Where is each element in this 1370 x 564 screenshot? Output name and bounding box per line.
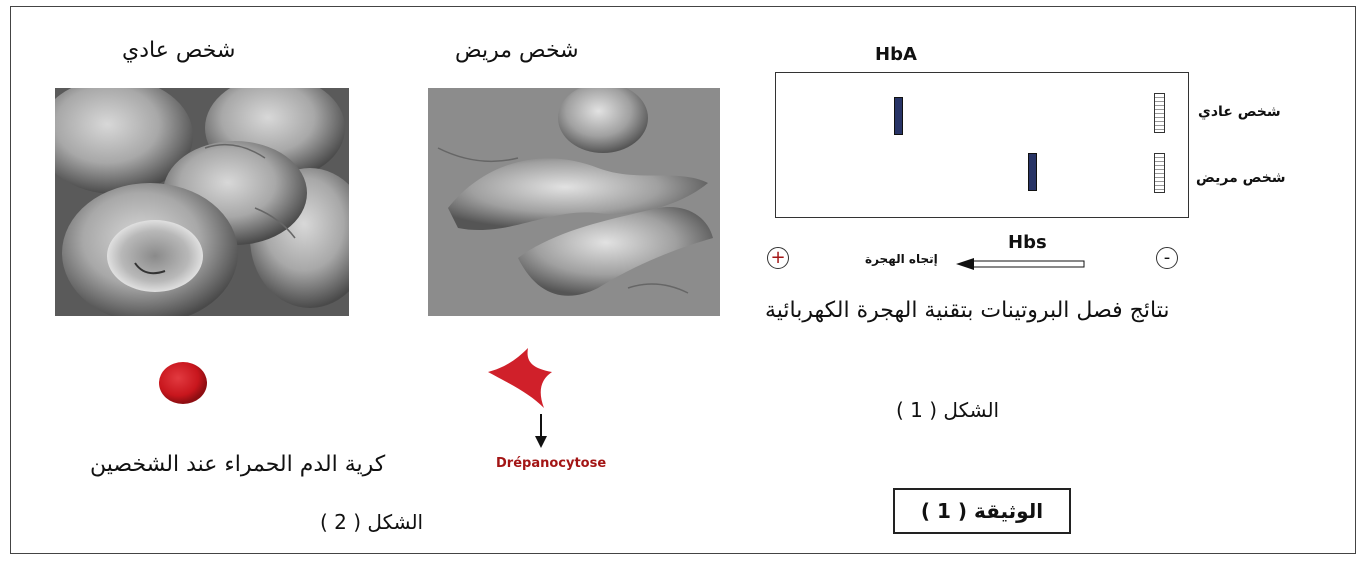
arrow-down-icon bbox=[533, 414, 549, 454]
row-normal-label: شخص عادي bbox=[1198, 104, 1281, 120]
drepanocytose-label: Drépanocytose bbox=[496, 456, 607, 471]
cathode-minus-sign: - bbox=[1156, 247, 1178, 269]
band-hba-label: HbA bbox=[875, 44, 917, 65]
figure2-label: الشكل ( 2 ) bbox=[320, 510, 424, 534]
sickle-cell-icon bbox=[486, 346, 566, 414]
normal-rbc-micrograph bbox=[55, 88, 349, 316]
document-label: الوثيقة ( 1 ) bbox=[893, 488, 1071, 534]
row-sick-label: شخص مريض bbox=[1196, 170, 1286, 186]
electrophoresis-gel bbox=[775, 72, 1189, 218]
normal-red-cell-icon bbox=[157, 360, 209, 410]
figure2-caption: كرية الدم الحمراء عند الشخصين bbox=[90, 452, 386, 477]
figure1-caption: نتائج فصل البروتينات بتقنية الهجرة الكهر… bbox=[765, 298, 1170, 323]
migration-direction-label: إتجاه الهجرة bbox=[865, 252, 938, 266]
anode-plus-sign: + bbox=[767, 247, 789, 269]
document-frame bbox=[10, 6, 1356, 554]
sickle-rbc-micrograph bbox=[428, 88, 720, 316]
well-normal bbox=[1154, 93, 1165, 133]
migration-arrow-icon bbox=[956, 256, 1086, 275]
band-hbs-label: Hbs bbox=[1008, 232, 1047, 253]
well-sick bbox=[1154, 153, 1165, 193]
hbs-band bbox=[1028, 153, 1037, 191]
label-normal-person: شخص عادي bbox=[122, 38, 236, 63]
figure1-label: الشكل ( 1 ) bbox=[896, 398, 1000, 422]
label-sick-person: شخص مريض bbox=[455, 38, 579, 63]
hba-band bbox=[894, 97, 903, 135]
